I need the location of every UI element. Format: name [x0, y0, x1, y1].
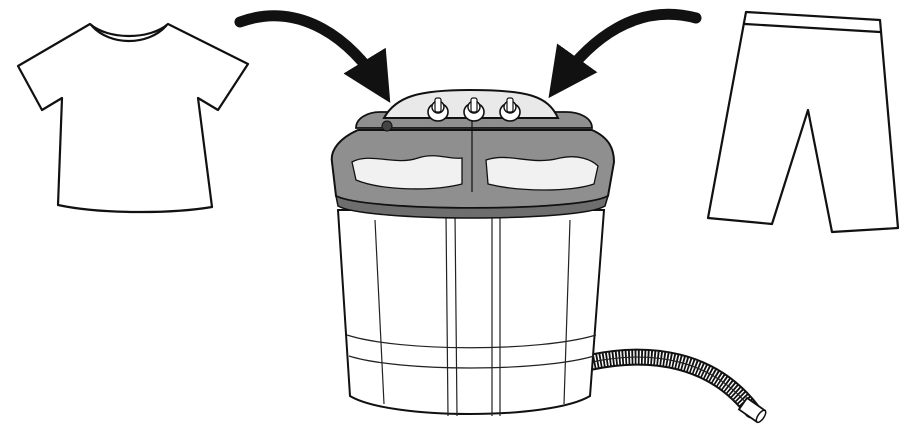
shorts-icon — [706, 10, 900, 234]
right-arrow-icon — [548, 8, 702, 99]
t-shirt-icon — [16, 22, 250, 214]
knob-middle-icon — [463, 97, 485, 122]
drain-hose-icon — [583, 348, 767, 424]
knob-left-icon — [427, 97, 449, 122]
left-arrow-icon — [234, 10, 391, 103]
washing-machine-icon — [330, 88, 616, 417]
knob-right-icon — [499, 97, 521, 122]
